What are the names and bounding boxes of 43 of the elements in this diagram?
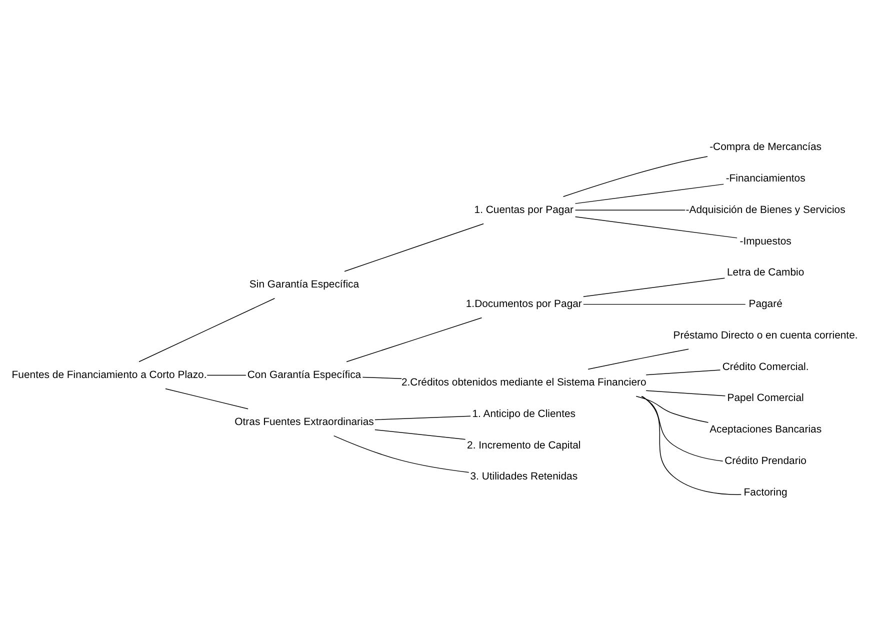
node-text: -Impuestos xyxy=(740,236,792,248)
node-text: -Adquisición de Bienes y Servicios xyxy=(686,204,846,216)
connector xyxy=(562,156,708,198)
connector xyxy=(206,374,246,376)
connector xyxy=(374,416,471,420)
connector xyxy=(362,376,402,379)
node-text: Papel Comercial xyxy=(727,393,804,404)
connector xyxy=(642,396,742,495)
node-text: -Compra de Mercancías xyxy=(710,142,822,154)
connector xyxy=(138,298,276,362)
connector xyxy=(574,210,686,211)
node-text: Crédito Comercial. xyxy=(722,362,809,373)
connector xyxy=(574,216,738,238)
node-text: Sin Garantía Específica xyxy=(249,280,360,291)
node-text: 1.Documentos por Pagar xyxy=(466,299,582,310)
node-text: Fuentes de Financiamiento a Corto Plazo. xyxy=(12,370,207,382)
node-text: Otras Fuentes Extraordinarias xyxy=(234,417,374,428)
node-text: 2.Créditos obtenidos mediante el Sistema Financiero xyxy=(401,378,646,389)
node-text: Aceptaciones Bancarias xyxy=(710,424,822,436)
connector xyxy=(636,396,709,423)
connector xyxy=(588,348,689,370)
connector xyxy=(165,388,248,410)
node-text: Con Garantía Específica xyxy=(247,370,362,382)
connector xyxy=(333,435,470,473)
connector xyxy=(346,317,482,362)
connector xyxy=(583,304,746,305)
node-text: Pagaré xyxy=(748,299,782,310)
node-text: 1. Anticipo de Clientes xyxy=(472,408,576,420)
node-text: Factoring xyxy=(744,487,788,498)
connector xyxy=(374,429,466,440)
connector xyxy=(641,396,724,462)
connector xyxy=(344,223,484,272)
connector xyxy=(583,278,726,298)
node-text: 2. Incremento de Capital xyxy=(467,440,581,452)
node-text: Crédito Prendario xyxy=(724,456,806,467)
connector xyxy=(574,184,724,204)
node-text: 1. Cuentas por Pagar xyxy=(474,204,574,216)
connector xyxy=(646,390,726,396)
node-text: Préstamo Directo o en cuenta corriente. xyxy=(673,330,858,342)
node-text: -Financiamientos xyxy=(726,174,806,185)
connector xyxy=(646,370,721,376)
node-text: 3. Utilidades Retenidas xyxy=(470,472,578,483)
node-text: Letra de Cambio xyxy=(726,268,804,279)
